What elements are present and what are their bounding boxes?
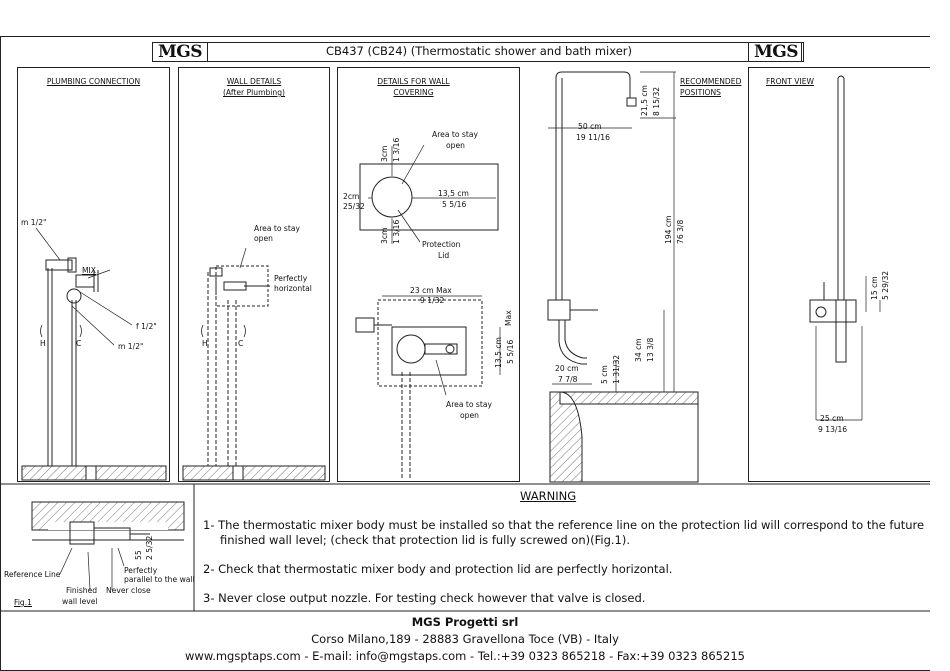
- warning-title: WARNING: [520, 489, 577, 503]
- panel-wall-details: [178, 67, 330, 482]
- footer-address: Corso Milano,189 - 28883 Gravellona Toce…: [311, 632, 619, 646]
- cover-label-area-2: Area to stay: [446, 400, 493, 409]
- cover-label-open-2: open: [460, 411, 479, 420]
- fig1-dim-55: 55: [134, 550, 143, 560]
- wall-label-open: open: [254, 234, 273, 243]
- wall-covering-title-1: DETAILS FOR WALL: [377, 77, 450, 86]
- rec-dim-5cm: 5 cm: [600, 365, 609, 384]
- fig1-parallel: parallel to the wall: [124, 575, 195, 584]
- fig1-caption: Fig.1: [14, 598, 32, 607]
- cover-dim-2cm: 2cm: [343, 192, 360, 201]
- panel-front-view: [748, 67, 930, 482]
- rec-dim-50: 50 cm: [578, 122, 602, 131]
- fig1-finished: Finished: [66, 586, 98, 595]
- panel-plumbing: [17, 67, 170, 482]
- cover-label-lid: Lid: [438, 251, 450, 260]
- wall-covering-title-2: COVERING: [393, 88, 434, 97]
- rec-dim-13132: 1 31/32: [612, 354, 621, 384]
- front-dim-15: 15 cm: [870, 276, 879, 300]
- wall-label-c: C: [238, 339, 244, 348]
- rec-dim-7638: 76 3/8: [676, 219, 685, 244]
- plumbing-label-m12-top: m 1/2": [21, 218, 47, 227]
- wall-details-title-1: WALL DETAILS: [226, 77, 282, 86]
- rec-dim-20: 20 cm: [555, 364, 579, 373]
- mgs-logo-right: MGS: [748, 42, 804, 62]
- fig1-never-close: Never close: [106, 586, 151, 595]
- wall-details-title-2: (After Plumbing): [222, 88, 286, 97]
- wall-label-perfectly: Perfectly: [274, 274, 308, 283]
- plumbing-label-c: C: [76, 339, 82, 348]
- rec-dim-191116: 19 11/16: [576, 133, 610, 142]
- footer-contacts: www.mgsptaps.com - E-mail: info@mgstaps.…: [185, 649, 745, 663]
- cover-dim-3cm-top: 3cm: [380, 145, 389, 162]
- plumbing-label-f12: f 1/2": [136, 322, 157, 331]
- cover-dim-135: 13,5 cm: [438, 189, 469, 198]
- rec-dim-194: 194 cm: [664, 215, 673, 244]
- fig1-reference-line: Reference Line: [4, 570, 61, 579]
- cover-label-protection: Protection: [422, 240, 461, 249]
- wall-label-h: H: [202, 339, 208, 348]
- cover-label-area: Area to stay: [432, 130, 479, 139]
- rec-dim-778: 7 7/8: [558, 375, 578, 384]
- cover-dim-23max: 23 cm Max: [410, 286, 452, 295]
- recommended-title-1: RECOMMENDED: [680, 77, 742, 86]
- wall-label-area: Area to stay: [254, 224, 301, 233]
- rec-dim-215: 21,5 cm: [640, 85, 649, 116]
- plumbing-label-m12-bottom: m 1/2": [118, 342, 144, 351]
- cover-dim-3cm-bottom: 3cm: [380, 227, 389, 244]
- cover-dim-1316-bottom: 1 3/16: [392, 219, 401, 244]
- cover-dim-1316-top: 1 3/16: [392, 137, 401, 162]
- plumbing-title: PLUMBING CONNECTION: [46, 77, 141, 86]
- wall-label-horizontal: horizontal: [274, 284, 312, 293]
- document-title: CB437 (CB24) (Thermostatic shower and ba…: [326, 44, 632, 58]
- rec-dim-1338: 13 3/8: [646, 337, 655, 362]
- plumbing-label-mix: MIX: [82, 266, 96, 275]
- title-bar: [152, 42, 802, 62]
- fig1-perfectly: Perfectly: [124, 566, 158, 575]
- warning-item-3: 3- Never close output nozzle. For testin…: [203, 591, 646, 605]
- panel-wall-covering: [337, 67, 520, 482]
- front-dim-25: 25 cm: [820, 414, 844, 423]
- recommended-title-2: POSITIONS: [680, 88, 721, 97]
- fig1-wall-level: wall level: [62, 597, 98, 606]
- front-view-title: FRONT VIEW: [765, 77, 815, 86]
- cover-dim-5516-b: 5 5/16: [506, 339, 515, 364]
- warning-item-1-cont: finished wall level; (check that protect…: [220, 533, 630, 547]
- footer-company: MGS Progetti srl: [411, 615, 519, 629]
- rec-dim-81532: 8 15/32: [652, 86, 661, 116]
- warning-item-2: 2- Check that thermostatic mixer body an…: [203, 562, 673, 576]
- cover-label-open: open: [446, 141, 465, 150]
- cover-dim-135-b: 13,5 cm: [494, 337, 503, 368]
- cover-dim-2532: 25/32: [343, 202, 365, 211]
- warning-item-1: 1- The thermostatic mixer body must be i…: [203, 518, 925, 532]
- rec-dim-34: 34 cm: [634, 338, 643, 362]
- front-dim-52932: 5 29/32: [881, 270, 890, 300]
- cover-dim-max: Max: [504, 310, 513, 326]
- cover-dim-5516: 5 5/16: [442, 200, 467, 209]
- cover-dim-9132: 9 1/32: [420, 296, 445, 305]
- plumbing-label-h: H: [40, 339, 46, 348]
- fig1-dim-2532: 2 5/32: [145, 535, 154, 560]
- front-dim-91316: 9 13/16: [818, 425, 848, 434]
